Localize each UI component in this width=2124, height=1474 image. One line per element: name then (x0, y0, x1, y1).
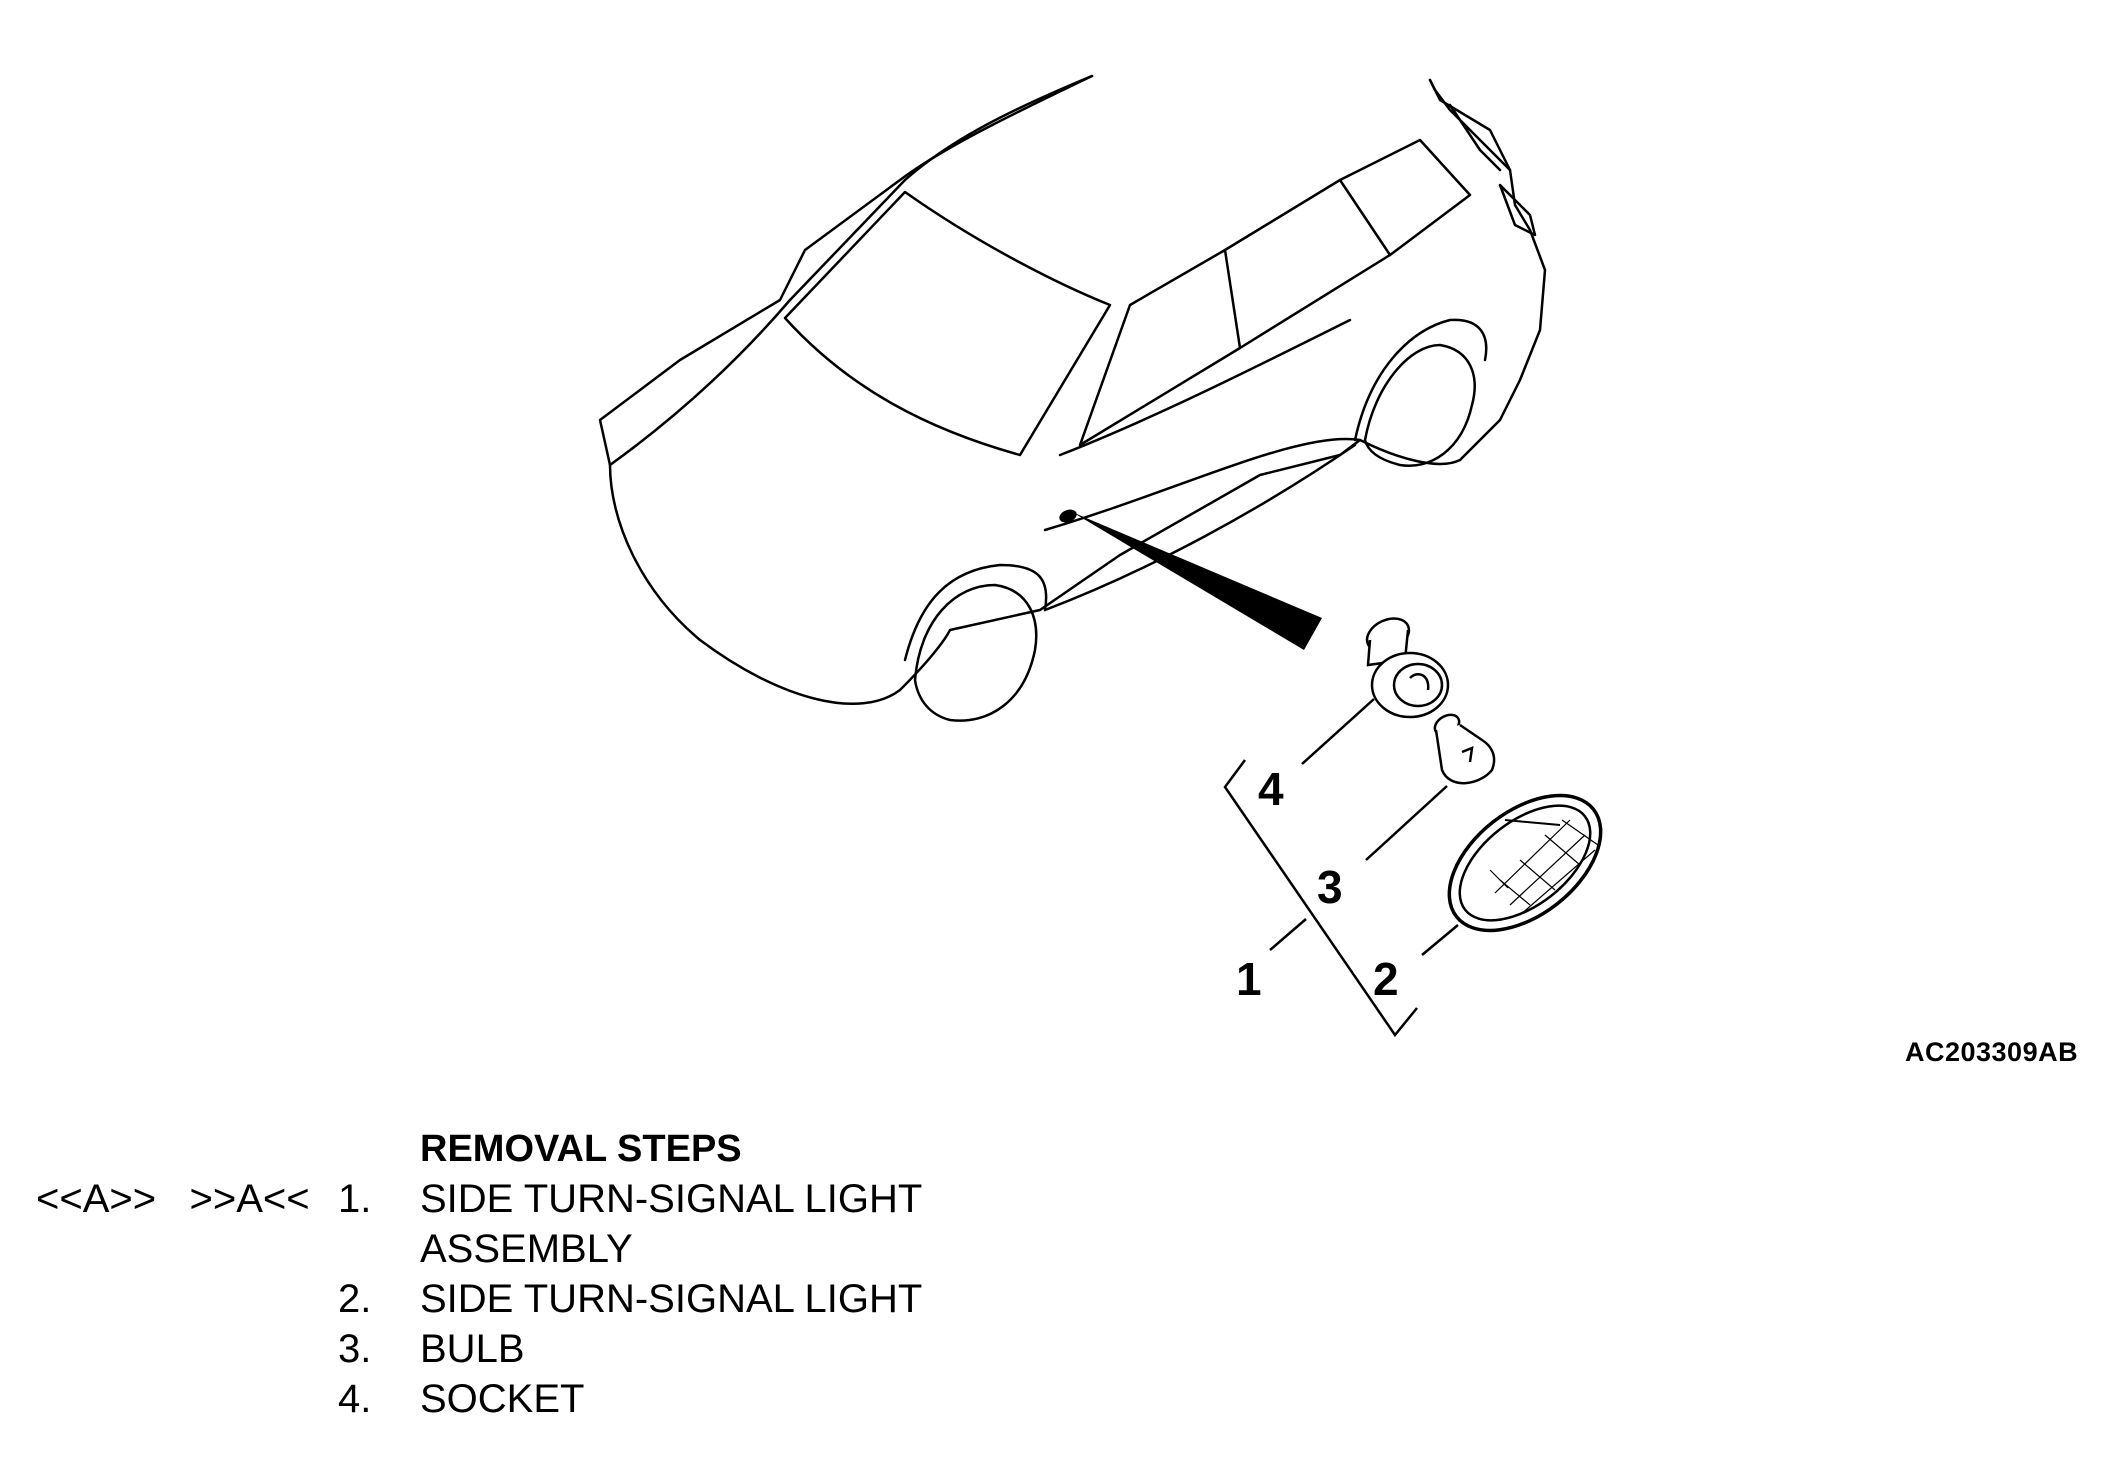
step-3-text: BULB (420, 1327, 525, 1371)
step-3-number: 3. (338, 1327, 372, 1371)
step-2: 2. SIDE TURN-SIGNAL LIGHT (0, 1274, 1000, 1324)
step-3: 3. BULB (0, 1324, 1000, 1374)
installation-ref: >>A<< (189, 1177, 310, 1221)
step-2-number: 2. (338, 1277, 372, 1321)
step-4-text: SOCKET (420, 1377, 585, 1421)
turn-signal-lens-part (1447, 793, 1603, 933)
step-1-text-cont: ASSEMBLY (420, 1227, 633, 1271)
removal-steps: REMOVAL STEPS <<A>> >>A<< 1. SIDE TURN-S… (0, 0, 1000, 1474)
removal-steps-title: REMOVAL STEPS (420, 1128, 742, 1170)
callout-3: 3 (1317, 861, 1343, 913)
callout-2: 2 (1373, 953, 1399, 1005)
step-1-text: SIDE TURN-SIGNAL LIGHT (420, 1177, 923, 1221)
figure-code: AC203309AB (1905, 1037, 2079, 1067)
callout-1: 1 (1236, 953, 1262, 1005)
step-1: <<A>> >>A<< 1. SIDE TURN-SIGNAL LIGHT AS… (0, 1174, 1000, 1271)
location-pointer (1059, 509, 1322, 650)
callout-4: 4 (1258, 763, 1284, 815)
socket-part (1365, 617, 1450, 719)
step-4: 4. SOCKET (0, 1374, 1000, 1424)
step-4-number: 4. (338, 1377, 372, 1421)
leader-lines (1223, 698, 1459, 1038)
location-mark (1059, 509, 1077, 523)
removal-ref: <<A>> (36, 1177, 157, 1221)
step-1-number: 1. (338, 1177, 372, 1221)
step-2-text: SIDE TURN-SIGNAL LIGHT (420, 1277, 923, 1321)
vehicle-outline (598, 74, 1547, 722)
bulb-part (1433, 713, 1496, 785)
pointer-wedge (1072, 512, 1322, 650)
step-1-refs: <<A>> >>A<< (36, 1174, 310, 1224)
